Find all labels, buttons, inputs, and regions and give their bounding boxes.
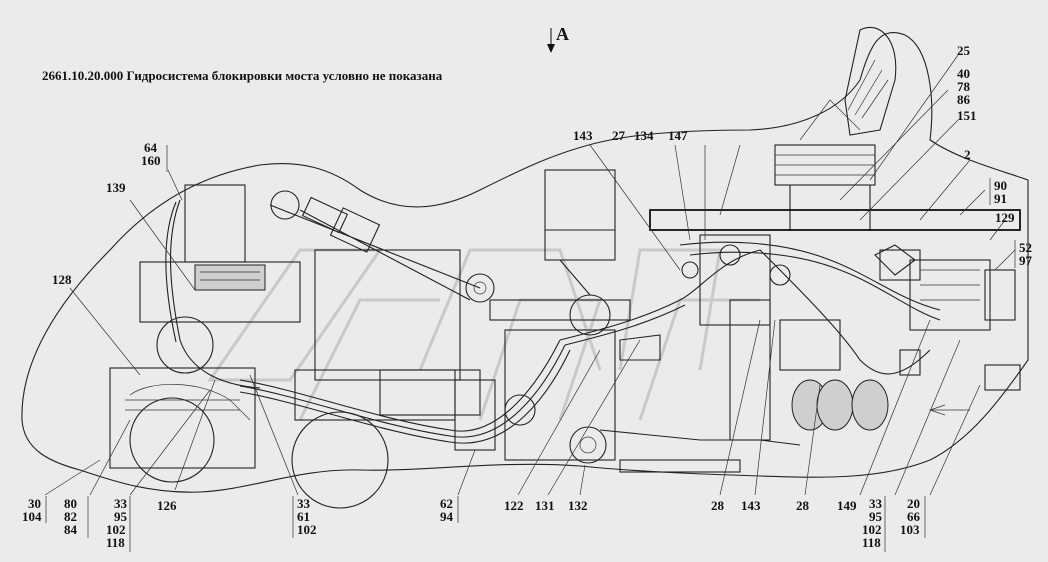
callout-143-bottom: 143 — [741, 498, 761, 513]
callout-143-top: 143 — [573, 128, 593, 143]
callout-122: 122 — [504, 498, 524, 513]
callout-149: 149 — [837, 498, 857, 513]
callout-33-95-102-118-right: 33 95 102 118 — [862, 496, 885, 550]
view-arrow — [547, 28, 555, 53]
callouts-top: 64 160 139 128 143 27 134 147 25 40 78 8… — [52, 43, 1035, 287]
callout-28-right: 28 — [796, 498, 810, 513]
engine-block — [109, 184, 389, 509]
body-outline — [21, 31, 1029, 493]
callout-64-160: 64 160 — [141, 140, 161, 168]
callout-126: 126 — [157, 498, 177, 513]
callout-80-82-84: 80 82 84 — [64, 496, 80, 537]
callout-20-66-103: 20 66 103 — [900, 496, 923, 537]
callout-27: 27 — [612, 128, 626, 143]
seat-lever — [774, 26, 897, 231]
drawing-note: 2661.10.20.000 Гидросистема блокировки м… — [42, 68, 443, 83]
callout-139: 139 — [106, 180, 126, 195]
callout-2: 2 — [964, 147, 971, 162]
callout-132: 132 — [568, 498, 588, 513]
leader-lines — [44, 54, 1016, 496]
callout-62-94: 62 94 — [440, 496, 456, 524]
label-bars — [45, 145, 1016, 552]
callout-151: 151 — [957, 108, 977, 123]
callouts-bottom: 30 104 80 82 84 33 95 102 118 126 33 61 … — [22, 496, 923, 550]
callout-28-left: 28 — [711, 498, 725, 513]
callout-147: 147 — [668, 128, 688, 143]
view-label: A — [556, 24, 569, 44]
central-frame — [269, 169, 631, 464]
callout-52-97: 52 97 — [1019, 240, 1035, 268]
callout-33-95-102-118-left: 33 95 102 118 — [106, 496, 130, 550]
callout-90-91: 90 91 — [994, 178, 1010, 206]
callout-30-104: 30 104 — [22, 496, 44, 524]
callout-129: 129 — [995, 210, 1015, 225]
callout-131: 131 — [535, 498, 555, 513]
callout-40-78-86: 40 78 86 — [957, 66, 973, 107]
callout-25: 25 — [957, 43, 971, 58]
callout-128: 128 — [52, 272, 72, 287]
callout-33-61-102: 33 61 102 — [297, 496, 317, 537]
hydraulic-pipes — [165, 199, 941, 444]
callout-134: 134 — [634, 128, 654, 143]
